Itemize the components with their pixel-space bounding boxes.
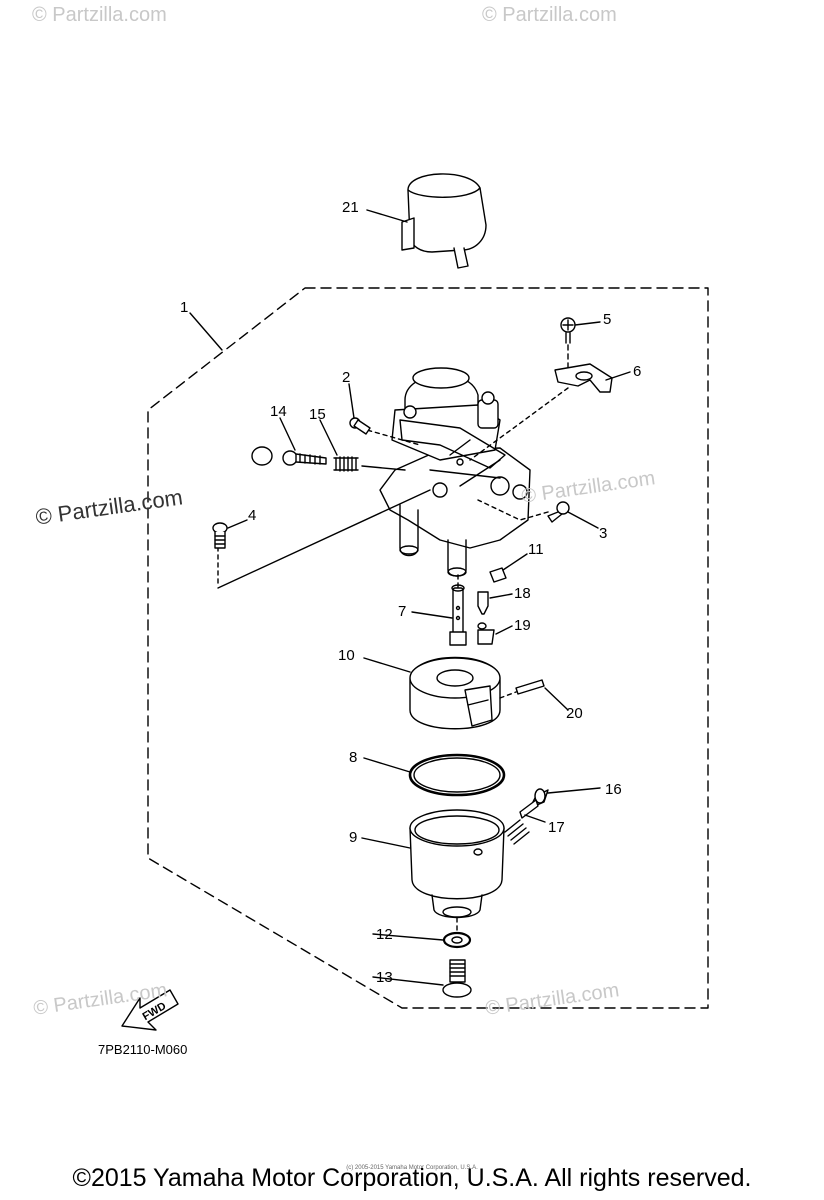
callout-12: 12	[376, 926, 393, 943]
callout-16: 16	[605, 781, 622, 798]
assembly-boundary	[147, 287, 709, 1009]
callout-4: 4	[248, 507, 257, 524]
part-12-washer	[442, 931, 472, 949]
callout-5: 5	[603, 311, 612, 328]
callout-10: 10	[338, 647, 355, 664]
callout-18: 18	[514, 585, 531, 602]
callout-9: 9	[349, 829, 358, 846]
part-11-screw	[489, 567, 507, 583]
part-5-screw	[560, 317, 576, 344]
part-21-cover	[401, 173, 487, 269]
callout-15: 15	[309, 406, 326, 423]
part-4-screw	[212, 522, 228, 549]
callout-7: 7	[398, 603, 407, 620]
part-16-screw	[519, 788, 549, 819]
part-19-clip	[477, 622, 495, 645]
callout-1: 1	[180, 299, 189, 316]
watermark-top-left: © Partzilla.com	[32, 4, 167, 26]
part-20-pin	[515, 679, 545, 695]
diagram-code: 7PB2110-M060	[98, 1042, 188, 1057]
part-8-gasket	[408, 753, 506, 797]
callout-17: 17	[548, 819, 565, 836]
part-7-jet	[449, 584, 467, 646]
callout-14: 14	[270, 403, 287, 420]
callout-19: 19	[514, 617, 531, 634]
part-18-needle	[477, 591, 489, 615]
carburetor-body	[379, 367, 531, 577]
part-17-spring	[504, 819, 530, 845]
part-3-screw	[547, 501, 570, 523]
tiny-copyright: (c) 2005-2015 Yamaha Motor Corporation, …	[346, 1165, 478, 1171]
part-9-bowl	[409, 809, 505, 919]
callout-20: 20	[566, 705, 583, 722]
part-14-screw	[251, 446, 327, 466]
callout-21: 21	[342, 199, 359, 216]
callout-8: 8	[349, 749, 358, 766]
callout-6: 6	[633, 363, 642, 380]
part-13-drain-screw	[442, 959, 472, 998]
part-10-float	[409, 656, 501, 730]
part-15-spring	[333, 456, 359, 472]
watermark-top-right: © Partzilla.com	[482, 4, 617, 26]
part-6-clip	[554, 363, 613, 393]
callout-2: 2	[342, 369, 351, 386]
callout-13: 13	[376, 969, 393, 986]
part-2-screw	[349, 417, 371, 435]
callout-3: 3	[599, 525, 608, 542]
callout-11: 11	[528, 541, 544, 558]
copyright-notice: ©2015 Yamaha Motor Corporation, U.S.A. A…	[72, 1164, 752, 1192]
